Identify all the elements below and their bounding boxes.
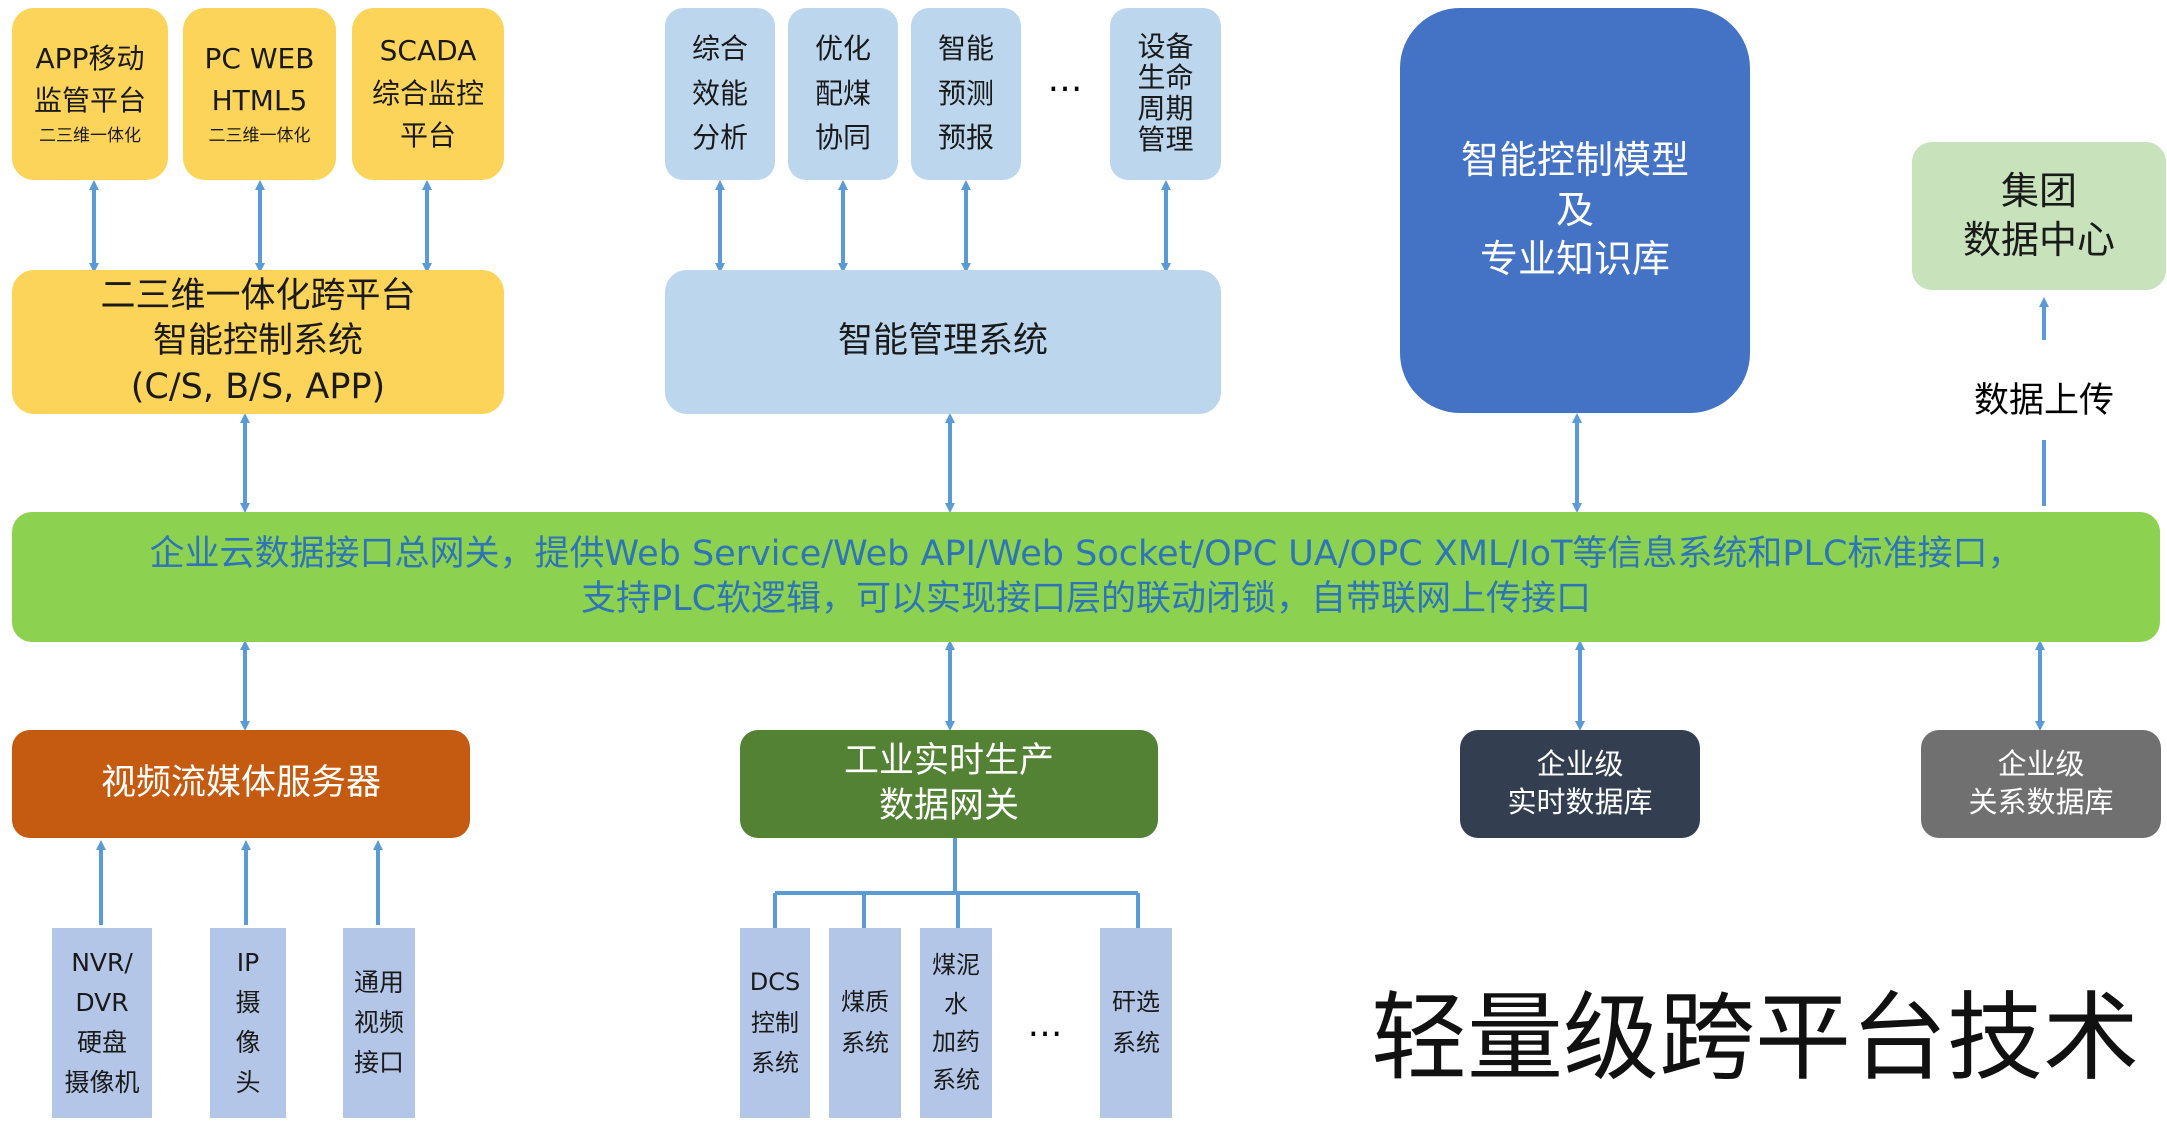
dcs-control-system: DCS 控制 系统 (740, 928, 810, 1118)
slurry-line3: 加药 (932, 1028, 980, 1056)
scada-line3: 平台 (399, 119, 456, 153)
enterprise-cloud-gateway: 企业云数据接口总网关，提供Web Service/Web API/Web Soc… (12, 512, 2160, 642)
ip-line1: IP (236, 948, 260, 977)
m1-line2: 效能 (691, 76, 748, 110)
platform-line1: 二三维一体化跨平台 (100, 275, 416, 316)
control-model-knowledge-base: 智能控制模型 及 专业知识库 (1400, 8, 1750, 413)
nvr-line4: 摄像机 (64, 1068, 140, 1097)
model-line3: 专业知识库 (1479, 237, 1670, 282)
dcs-line2: 控制 (751, 1008, 799, 1037)
m3-line3: 预报 (937, 121, 994, 155)
dcs-line3: 系统 (751, 1049, 799, 1078)
ip-line2: 摄 (235, 988, 261, 1017)
slurry-line1: 煤泥 (932, 951, 980, 980)
relational-database: 企业级 关系数据库 (1921, 730, 2161, 838)
app-line2: 监管平台 (33, 83, 146, 117)
coal-quality-system: 煤质 系统 (829, 928, 901, 1118)
group-line1: 集团 (2000, 168, 2077, 213)
scada-box: SCADA 综合监控 平台 (352, 8, 504, 180)
pc-web-box: PC WEB HTML5 二三维一体化 (183, 8, 336, 180)
generic-line3: 接口 (353, 1048, 404, 1077)
pcweb-line2: HTML5 (211, 83, 308, 117)
gangue-line2: 系统 (1112, 1029, 1160, 1057)
industrial-data-gateway: 工业实时生产 数据网关 (740, 730, 1158, 838)
industrial-line2: 数据网关 (878, 786, 1019, 826)
video-label: 视频流媒体服务器 (100, 763, 381, 804)
system-label: 智能管理系统 (837, 321, 1048, 362)
ip-camera: IP 摄 像 头 (210, 928, 286, 1118)
m2-line1: 优化 (814, 32, 871, 66)
generic-line2: 视频 (353, 1008, 404, 1037)
coal-blending-box: 优化 配煤 协同 (788, 8, 898, 180)
m3-line1: 智能 (937, 32, 994, 66)
group-line2: 数据中心 (1962, 218, 2115, 262)
platform-line3: (C/S, B/S, APP) (130, 366, 386, 407)
prediction-box: 智能 预测 预报 (911, 8, 1021, 180)
pcweb-line1: PC WEB (204, 41, 315, 75)
m4-line1: 设备 (1137, 30, 1194, 64)
m2-line3: 协同 (814, 121, 871, 155)
scada-line2: 综合监控 (371, 76, 484, 110)
app-line3: 二三维一体化 (39, 126, 141, 147)
coal-line2: 系统 (841, 1029, 889, 1057)
intelligent-management-system: 智能管理系统 (665, 270, 1221, 414)
top-mid-ellipsis: … (1047, 60, 1083, 100)
industrial-line1: 工业实时生产 (843, 740, 1054, 781)
ip-line4: 头 (235, 1068, 261, 1097)
gangue-line1: 矸选 (1112, 988, 1160, 1017)
m4-line3: 周期 (1137, 92, 1194, 125)
m2-line2: 配煤 (814, 76, 871, 110)
m4-line2: 生命 (1137, 61, 1194, 95)
data-upload-label: 数据上传 (1973, 381, 2114, 421)
efficiency-analysis-box: 综合 效能 分析 (665, 8, 775, 180)
m4-line4: 管理 (1137, 122, 1194, 156)
ip-line3: 像 (235, 1028, 261, 1057)
reldb-line2: 关系数据库 (1968, 785, 2114, 819)
nvr-line2: DVR (75, 988, 129, 1017)
rtdb-line1: 企业级 (1536, 747, 1624, 782)
generic-line1: 通用 (353, 968, 404, 997)
cross-platform-control-system: 二三维一体化跨平台 智能控制系统 (C/S, B/S, APP) (12, 270, 504, 414)
generic-video-interface: 通用 视频 接口 (343, 928, 415, 1118)
nvr-line1: NVR/ (71, 948, 133, 977)
slurry-line2: 水 (944, 989, 968, 1018)
realtime-database: 企业级 实时数据库 (1460, 730, 1700, 838)
reldb-line1: 企业级 (1997, 747, 2085, 782)
equipment-lifecycle-box: 设备 生命 周期 管理 (1110, 8, 1221, 180)
dcs-line1: DCS (749, 967, 801, 996)
slurry-dosing-system: 煤泥 水 加药 系统 (920, 928, 992, 1118)
app-line1: APP移动 (35, 41, 145, 75)
m1-line1: 综合 (691, 32, 748, 66)
scada-line1: SCADA (379, 34, 477, 68)
gangue-separation-system: 矸选 系统 (1100, 928, 1172, 1118)
pcweb-line3: 二三维一体化 (208, 126, 311, 147)
coal-line1: 煤质 (841, 988, 889, 1017)
bottom-ellipsis: … (1027, 1005, 1063, 1045)
rtdb-line2: 实时数据库 (1507, 785, 1653, 819)
nvr-dvr-camera: NVR/ DVR 硬盘 摄像机 (52, 928, 152, 1118)
model-line1: 智能控制模型 (1460, 138, 1689, 183)
m1-line3: 分析 (691, 121, 748, 155)
m3-line2: 预测 (937, 76, 994, 110)
group-data-center: 集团 数据中心 (1912, 142, 2166, 290)
platform-line2: 智能控制系统 (152, 321, 363, 362)
slurry-line4: 系统 (932, 1066, 980, 1095)
video-streaming-server: 视频流媒体服务器 (12, 730, 470, 838)
gateway-line2: 支持PLC软逻辑，可以实现接口层的联动闭锁，自带联网上传接口 (580, 579, 1592, 619)
model-line2: 及 (1555, 187, 1594, 232)
nvr-line3: 硬盘 (76, 1028, 127, 1057)
main-title: 轻量级跨平台技术 (1371, 982, 2139, 1094)
gateway-line1: 企业云数据接口总网关，提供Web Service/Web API/Web Soc… (149, 533, 2023, 574)
app-mobile-box: APP移动 监管平台 二三维一体化 (12, 8, 168, 180)
